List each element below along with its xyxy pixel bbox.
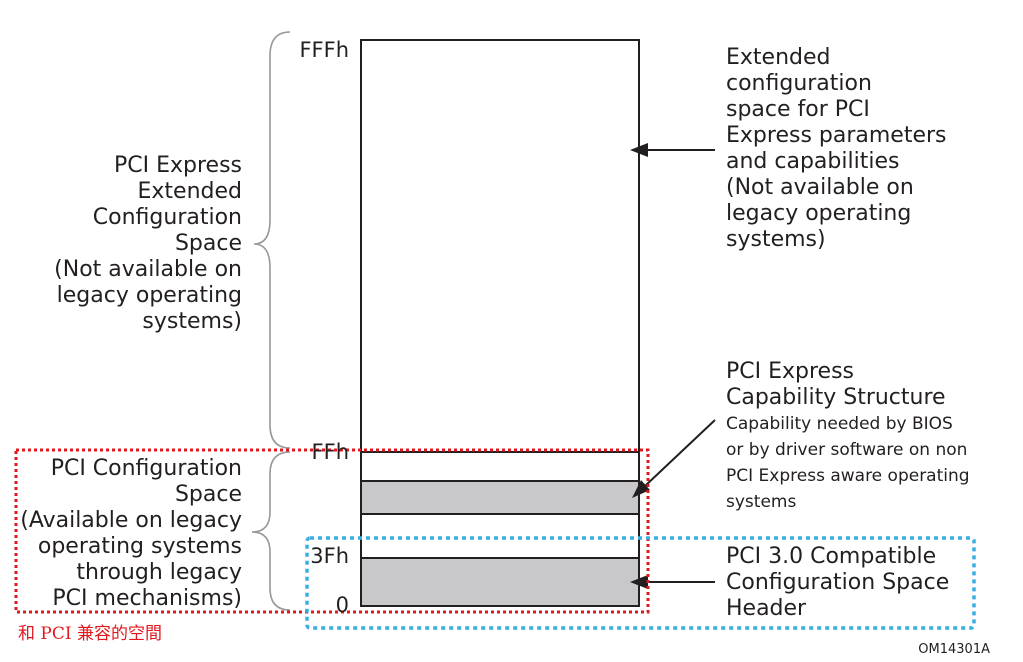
arrow-header xyxy=(630,575,715,589)
header-description: PCI 3.0 Compatible Configuration Space H… xyxy=(726,544,950,621)
config-space-brace xyxy=(251,451,291,611)
extended-space-description: Extended configuration space for PCI Exp… xyxy=(726,45,947,252)
extended-space-label: PCI Express Extended Configuration Space… xyxy=(54,153,242,334)
extended-space-brace xyxy=(253,31,291,449)
compatible-space-note: 和 PCI 兼容的空間 xyxy=(18,624,162,644)
config-space-label: PCI Configuration Space (Available on le… xyxy=(20,456,242,611)
address-zero: 0 xyxy=(335,593,349,617)
address-3fh: 3Fh xyxy=(310,544,349,568)
capability-structure-block xyxy=(360,480,640,515)
red-dotted-outline xyxy=(14,448,650,614)
capability-structure-description: Capability needed by BIOS or by driver s… xyxy=(726,414,970,512)
header-block xyxy=(360,557,640,607)
arrow-extended xyxy=(630,143,715,157)
blue-dotted-outline xyxy=(305,536,976,630)
extended-config-region xyxy=(360,39,640,453)
arrow-capability xyxy=(632,419,716,498)
capability-structure-title: PCI Express Capability Structure xyxy=(726,359,946,410)
figure-id: OM14301A xyxy=(918,642,990,657)
address-fffh: FFFh xyxy=(299,38,349,62)
address-ffh: FFh xyxy=(311,440,349,464)
